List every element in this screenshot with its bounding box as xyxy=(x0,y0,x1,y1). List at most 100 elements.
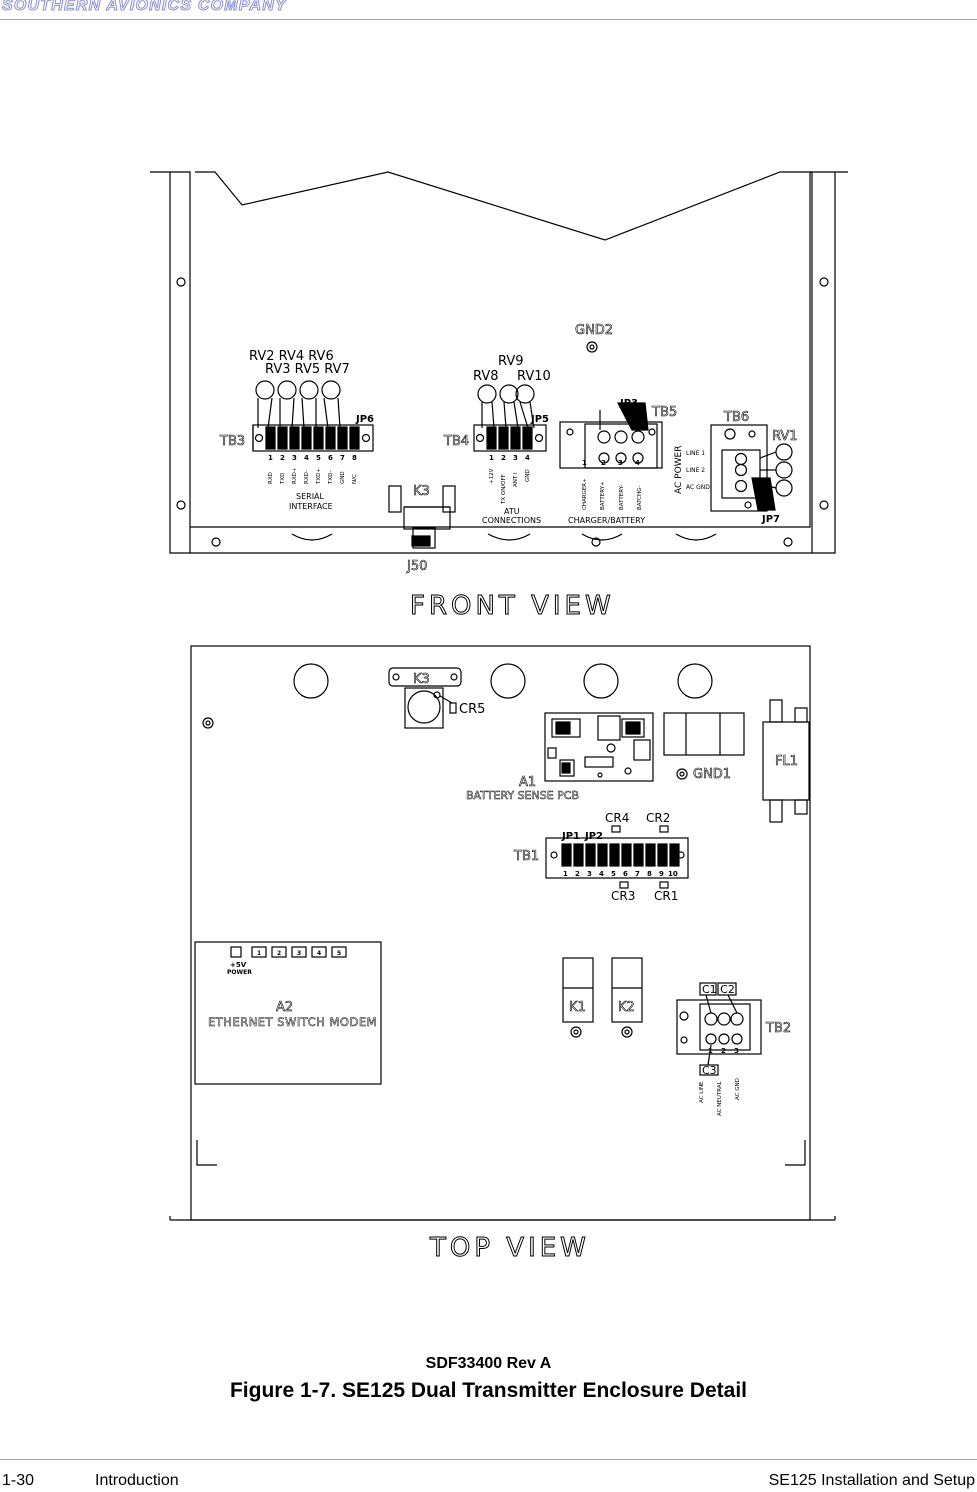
label-line1: LINE 1 xyxy=(686,450,705,457)
tb2-pin: 1 xyxy=(708,1047,713,1055)
label-jp1: JP1 xyxy=(561,831,580,842)
label-k3-top: K3 xyxy=(413,672,430,687)
tb4-block xyxy=(473,424,547,452)
tb5-signal: CHARGER+ xyxy=(582,478,588,510)
tb4-signal: +12V xyxy=(489,468,495,484)
label-k3-front: K3 xyxy=(413,484,430,499)
label-tb4: TB4 xyxy=(443,434,469,449)
label-power: POWER xyxy=(227,969,252,976)
label-j50: J50 xyxy=(406,559,427,574)
label-tb2: TB2 xyxy=(765,1021,791,1036)
label-ac-gnd: AC GND xyxy=(686,484,710,491)
label-cr2: CR2 xyxy=(646,811,670,825)
tb5-signal: BATCHG- xyxy=(637,486,643,510)
label-fl1: FL1 xyxy=(775,754,798,769)
label-charger-battery: CHARGER/BATTERY xyxy=(568,516,645,525)
switch-port: 3 xyxy=(297,950,301,957)
footer-rule xyxy=(0,1459,977,1460)
tb3-pin: 3 xyxy=(292,454,297,462)
tb1-pin: 5 xyxy=(611,870,616,878)
tb1-pin: 2 xyxy=(575,870,580,878)
tb1-pin: 7 xyxy=(635,870,640,878)
tb4-signal: ANT I xyxy=(513,472,519,487)
tb1-pin: 10 xyxy=(668,870,678,878)
label-cr1: CR1 xyxy=(654,889,678,903)
label-cr4: CR4 xyxy=(605,811,629,825)
switch-port-numbers: 1 2 3 4 5 xyxy=(257,950,341,957)
label-ethernet: ETHERNET SWITCH MODEM xyxy=(208,1015,377,1029)
company-name: SOUTHERN AVIONICS COMPANY xyxy=(2,0,287,15)
label-a1: A1 xyxy=(519,775,536,790)
tb2-pin: 2 xyxy=(721,1047,726,1055)
switch-port: 5 xyxy=(337,950,341,957)
footer-page-number: 1-30 xyxy=(2,1472,35,1489)
tb5-pin: 2 xyxy=(601,459,606,467)
tb1-block xyxy=(545,837,689,879)
tb5-signal: BATTERY+ xyxy=(600,481,606,510)
label-front-view: FRONT VIEW xyxy=(410,591,615,621)
tb2-pin: 3 xyxy=(734,1047,739,1055)
footer-doc-title: SE125 Installation and Setup xyxy=(768,1472,975,1489)
tb3-signal: GND xyxy=(340,471,346,484)
tb3-pin: 8 xyxy=(352,454,357,462)
tb3-pin: 7 xyxy=(340,454,345,462)
top-enclosure-outline xyxy=(190,645,811,1221)
rv1-varistor xyxy=(759,443,793,497)
label-jp2: JP2 xyxy=(584,831,603,842)
tb1-pin: 6 xyxy=(623,870,628,878)
tb4-pin: 3 xyxy=(513,454,518,462)
a1-pcb xyxy=(544,712,654,782)
header-rule xyxy=(0,19,977,20)
tb5-pin-numbers: 1 2 3 4 xyxy=(582,459,640,467)
jp3-jumper xyxy=(617,402,649,431)
k1-relay xyxy=(562,957,594,1023)
switch-port: 1 xyxy=(257,950,261,957)
label-k1: K1 xyxy=(569,1000,586,1015)
label-top-view: TOP VIEW xyxy=(429,1233,590,1263)
tb4-signal-names: +12V TX ON/OFF ANT I GND xyxy=(489,468,531,505)
label-c3: C3 xyxy=(702,1064,717,1077)
tb4-signal: TX ON/OFF xyxy=(501,474,507,505)
tb3-signal: TXD xyxy=(280,473,286,485)
tb3-signal: TXD+ xyxy=(316,468,322,485)
label-jp3: JP3 xyxy=(619,398,638,409)
label-tb1: TB1 xyxy=(513,849,539,864)
label-rv8: RV8 xyxy=(473,369,499,384)
label-gnd1: GND1 xyxy=(693,767,731,782)
document-number: SDF33400 Rev A xyxy=(425,1355,552,1372)
tb3-signal: RXD xyxy=(268,472,274,484)
label-cr3: CR3 xyxy=(611,889,635,903)
tb6-block xyxy=(710,424,768,512)
tb4-pin: 4 xyxy=(525,454,530,462)
label-atu-2: CONNECTIONS xyxy=(482,516,541,525)
tb3-pin-numbers: 1 2 3 4 5 6 7 8 xyxy=(268,454,357,462)
tb1-screws xyxy=(561,843,680,867)
label-gnd2: GND2 xyxy=(575,323,613,338)
tb1-pin: 8 xyxy=(647,870,652,878)
page-header: SOUTHERN AVIONICS COMPANY xyxy=(0,0,977,20)
label-jp5: JP5 xyxy=(530,414,549,425)
tb1-pin: 9 xyxy=(659,870,664,878)
label-rv10: RV10 xyxy=(517,369,551,384)
tb3-signal: RXD+ xyxy=(292,467,298,484)
tb3-signal: TXD- xyxy=(328,471,334,485)
tb2-signal: AC LINE xyxy=(699,1081,705,1103)
label-tb5: TB5 xyxy=(651,405,677,420)
label-rv-row2: RV3 RV5 RV7 xyxy=(265,362,350,377)
tb4-pin-numbers: 1 2 3 4 xyxy=(489,454,530,462)
tb3-signal: N/C xyxy=(352,474,358,484)
front-break-line xyxy=(195,171,812,241)
tb5-signal: BATTERY- xyxy=(619,485,625,510)
tb3-signal-names: RXD TXD RXD+ RXD- TXD+ TXD- GND N/C xyxy=(268,467,358,485)
footer-section: Introduction xyxy=(95,1472,179,1489)
k2-relay xyxy=(611,957,643,1023)
tb4-signal: GND xyxy=(525,469,531,482)
label-rv9: RV9 xyxy=(498,354,524,369)
tb5-pin: 3 xyxy=(618,459,623,467)
tb4-pin: 2 xyxy=(501,454,506,462)
tb3-pin: 6 xyxy=(328,454,333,462)
label-line2: LINE 2 xyxy=(686,467,705,474)
label-battery-sense: BATTERY SENSE PCB xyxy=(466,789,579,802)
label-jp6: JP6 xyxy=(355,414,374,425)
label-k2: K2 xyxy=(618,1000,635,1015)
